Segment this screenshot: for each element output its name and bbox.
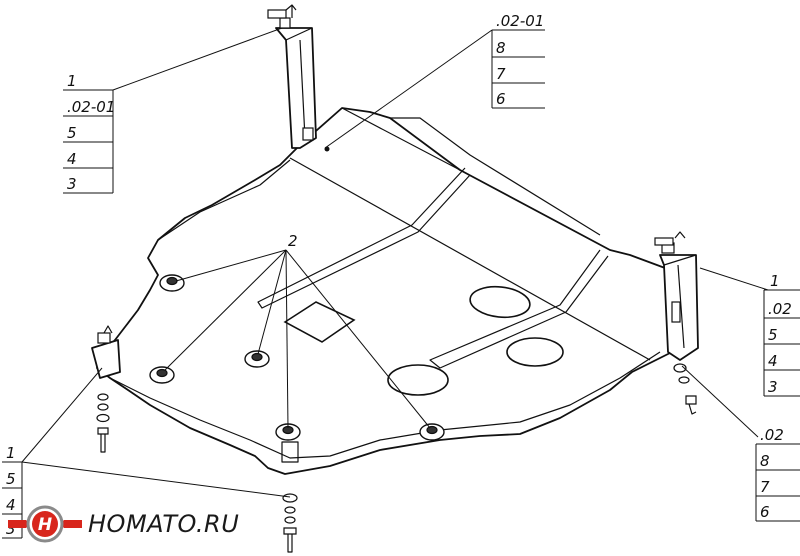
callout-label: 6	[760, 503, 770, 521]
callout-label: 5	[6, 470, 16, 488]
bracket-right	[654, 231, 699, 361]
grommet-mid-left	[149, 366, 175, 384]
bracket-left-bottom	[91, 325, 121, 379]
callout-label: 1	[67, 72, 77, 90]
fasteners-right	[673, 363, 697, 415]
grommets	[149, 274, 445, 441]
plate-edge-lower	[109, 351, 661, 459]
callout-label: .02	[768, 300, 792, 318]
grommet-left	[159, 274, 185, 292]
oval-drain-hole-left	[387, 364, 449, 396]
callout-label: 3	[67, 175, 77, 193]
grommet-bottom	[275, 423, 301, 441]
callout-label: 7	[760, 478, 770, 496]
callout-label: 6	[496, 90, 506, 108]
callout-label: 1	[770, 272, 780, 290]
plate-rib-upper	[341, 107, 601, 236]
callout-label: 3	[6, 520, 16, 538]
callout-label: 5	[768, 326, 778, 344]
fasteners-bottom	[281, 441, 299, 553]
callout-label: 8	[760, 452, 770, 470]
callout-label: .02-01	[67, 98, 115, 116]
callout-top-left: 1 .02-01 5 4 3	[63, 72, 115, 194]
callout-label: 5	[67, 124, 77, 142]
callout-top-right: .02-01 8 7 6	[491, 12, 545, 109]
fasteners-left	[96, 393, 110, 453]
callout-label: .02-01	[496, 12, 544, 30]
leader-lines	[21, 27, 769, 498]
logo-mark-icon: Н	[8, 505, 82, 543]
plate-edge-left	[157, 159, 291, 241]
logo-text: HOMATO.RU	[88, 510, 240, 538]
callout-label: 4	[67, 150, 77, 168]
callout-label: 1	[6, 444, 16, 462]
logo-mark-letter: Н	[38, 515, 52, 535]
skid-plate-outline	[96, 107, 691, 475]
callout-right-lower: .02 8 7 6	[755, 426, 800, 522]
plate-fold-2	[257, 167, 471, 309]
brand-logo: Н HOMATO.RU	[6, 504, 239, 544]
callout-label: 3	[768, 378, 778, 396]
skid-plate	[96, 107, 691, 475]
bracket-left-tall	[267, 4, 317, 149]
oval-drain-hole-upper	[469, 285, 531, 319]
callout-label-center: 2	[288, 232, 298, 250]
callout-label: 8	[496, 39, 506, 57]
grommet-right	[419, 423, 445, 441]
plate-fold-3	[429, 249, 609, 369]
oval-drain-hole-lower	[506, 337, 564, 367]
callout-right-upper: 1 .02 5 4 3	[763, 272, 800, 397]
callout-label: 7	[496, 65, 506, 83]
callout-label: 4	[768, 352, 778, 370]
callout-label: 4	[6, 496, 16, 514]
grommet-center	[244, 350, 270, 368]
plate-fold-1	[289, 157, 651, 361]
callout-label: .02	[760, 426, 784, 444]
callout-bottom-left: 1 5 4 3	[2, 444, 23, 539]
